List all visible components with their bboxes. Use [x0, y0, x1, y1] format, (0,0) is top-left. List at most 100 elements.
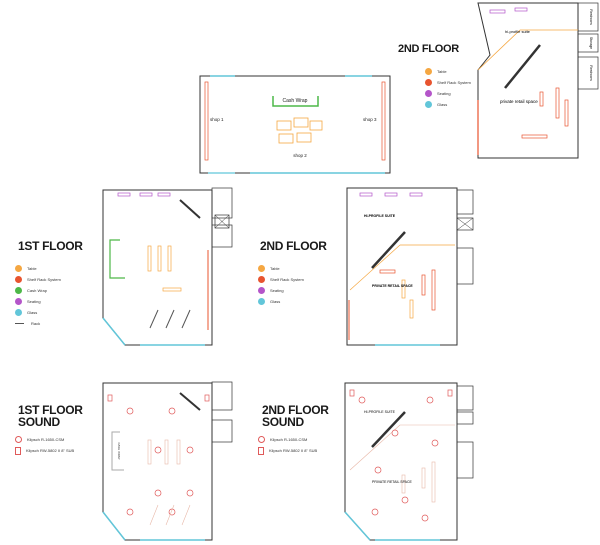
- speaker: [391, 429, 399, 437]
- retail-label: PRIVATE RETAIL SPACE: [372, 284, 413, 288]
- legend-label: Glass: [270, 299, 281, 304]
- legend-item: Table: [425, 66, 471, 77]
- shelf-rack: [204, 81, 209, 161]
- seating-swatch: [15, 298, 22, 305]
- subwoofer: [447, 389, 453, 397]
- side-room-label: Restroom: [589, 65, 593, 80]
- seating-swatch: [425, 90, 432, 97]
- subwoofer: [349, 389, 355, 397]
- speaker: [374, 466, 382, 474]
- legend-item: Table: [15, 263, 61, 274]
- seating-swatch: [258, 287, 265, 294]
- glass-segment: [102, 317, 126, 346]
- first-floor-sound-title: 1ST FLOOR SOUND: [18, 404, 83, 428]
- side-room: [211, 419, 233, 443]
- table: [162, 287, 182, 292]
- legend-sound-second: Klipsch R-1650-CSM Klipsch RW-5802 II 8"…: [258, 434, 317, 456]
- side-room: [456, 385, 474, 411]
- elevator-cross: [456, 217, 474, 231]
- rack: [181, 504, 191, 526]
- table: [409, 299, 414, 319]
- suite-label: HI-PROFILE SUITE: [364, 410, 396, 414]
- elevator: [214, 214, 230, 229]
- cash-wrap-counter: [109, 239, 125, 279]
- side-room: [577, 33, 599, 53]
- cash-wrap-counter: [111, 431, 124, 471]
- rack: [165, 309, 175, 329]
- seating: [157, 192, 171, 197]
- table: [147, 439, 152, 465]
- legend-item: Glass: [425, 99, 471, 110]
- side-room-label: Storage: [589, 37, 593, 49]
- shelf-swatch: [258, 276, 265, 283]
- table: [176, 439, 181, 465]
- seating: [117, 192, 131, 197]
- suite-label: HI-PROFILE SUITE: [364, 214, 396, 218]
- side-room: [456, 441, 474, 479]
- legend-item: Shelf Rack System: [425, 77, 471, 88]
- seating: [489, 9, 506, 14]
- title-line: 1ST FLOOR: [18, 403, 83, 417]
- second-floor-title: 2ND FLOOR: [260, 239, 327, 253]
- legend-label: Cash Wrap: [27, 288, 47, 293]
- cash-wrap-label: CASH WRAP: [117, 443, 121, 460]
- table: [293, 117, 309, 128]
- shelf-rack: [421, 467, 426, 489]
- subwoofer-icon: [15, 446, 21, 455]
- shelf-rack: [431, 269, 436, 311]
- speaker: [371, 508, 379, 516]
- speaker: [431, 439, 439, 447]
- retail-label: PRIVATE RETAIL SPACE: [372, 480, 413, 484]
- legend-item: Seating: [258, 285, 304, 296]
- seating: [384, 192, 398, 197]
- top-second-floor-title: 2ND FLOOR: [398, 43, 459, 55]
- shop2-label: shop 2: [293, 153, 307, 158]
- legend-item: Shelf Rack System: [258, 274, 304, 285]
- table: [401, 279, 406, 299]
- seating: [359, 192, 373, 197]
- legend-item: Klipsch RW-5802 II 8" SUB: [258, 445, 317, 456]
- table: [401, 474, 406, 494]
- legend-item: Cash Wrap: [15, 285, 61, 296]
- cash-wrap-label: Cash Wrap: [283, 98, 308, 104]
- table: [477, 29, 521, 71]
- speaker-icon: [258, 436, 265, 443]
- speaker: [358, 396, 366, 404]
- glass-swatch: [258, 298, 265, 305]
- shop1-label: shop 1: [210, 117, 224, 122]
- retail-label: private retail space: [500, 99, 538, 104]
- shop3-label: shop 3: [363, 117, 377, 122]
- first-floor-title: 1ST FLOOR: [18, 239, 83, 253]
- glass-partition: [371, 231, 406, 269]
- subwoofer: [204, 394, 210, 402]
- speaker: [126, 508, 134, 516]
- plan-outer-wall: [344, 382, 458, 541]
- shelf-rack: [555, 87, 560, 119]
- side-room: [211, 381, 233, 411]
- side-room: [456, 189, 474, 215]
- table: [167, 245, 172, 272]
- legend-label: Klipsch RW-5802 II 8" SUB: [26, 448, 75, 453]
- title-line: 2ND FLOOR: [262, 403, 329, 417]
- cash-wrap-counter: [272, 96, 319, 107]
- side-room: [456, 247, 474, 285]
- table: [147, 245, 152, 272]
- table-swatch: [425, 68, 432, 75]
- speaker: [401, 496, 409, 504]
- legend-label: Shelf Rack System: [27, 277, 61, 282]
- table: [309, 120, 323, 131]
- side-room: [577, 56, 599, 90]
- side-room-label: Restroom: [589, 9, 593, 24]
- legend-label: Seating: [270, 288, 284, 293]
- rack-line-icon: [15, 323, 24, 324]
- seating: [514, 7, 528, 12]
- table-swatch: [258, 265, 265, 272]
- shelf-rack: [431, 461, 436, 503]
- legend-label: Klipsch RW-5802 II 8" SUB: [269, 448, 318, 453]
- legend-item: Klipsch R-1650-CSM: [258, 434, 317, 445]
